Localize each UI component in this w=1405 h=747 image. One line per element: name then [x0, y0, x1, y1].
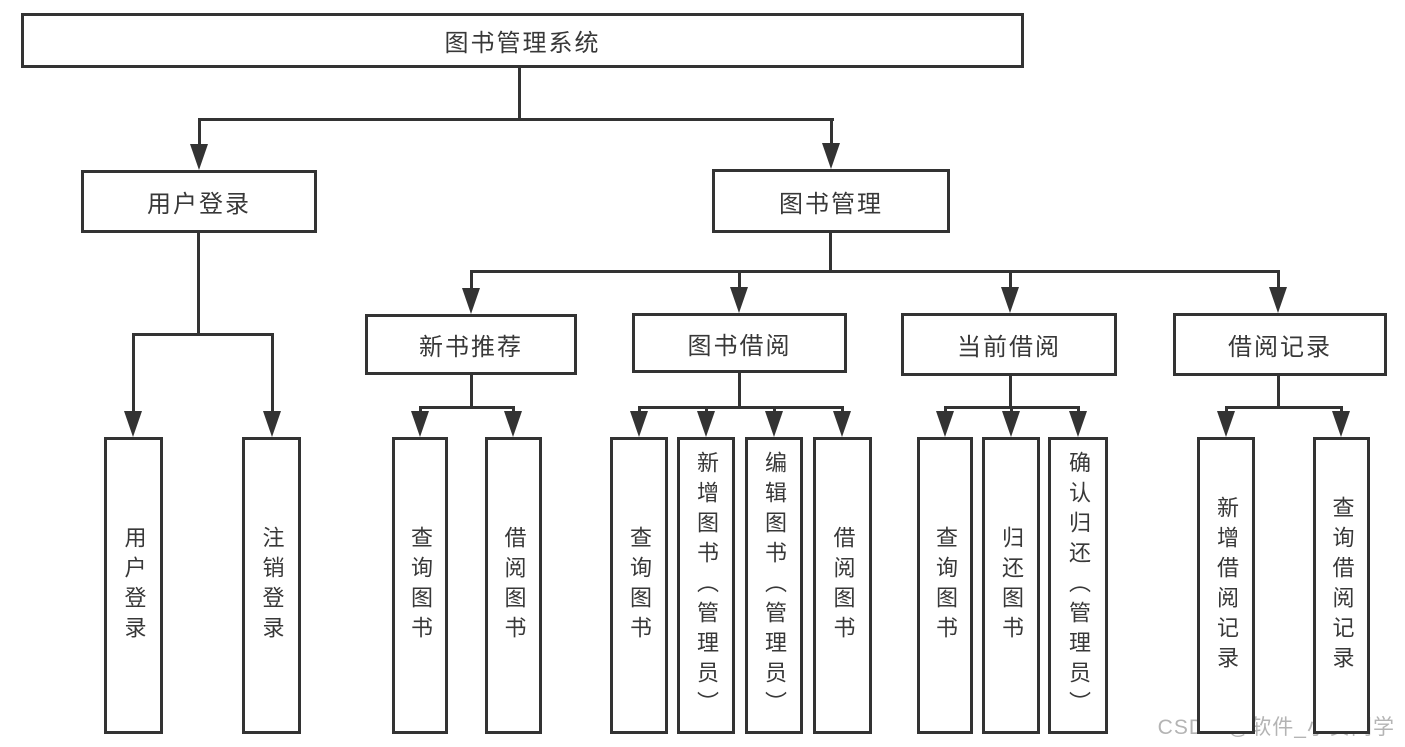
node-user-login-module: 用户登录	[81, 170, 317, 233]
connector-line	[638, 406, 844, 409]
arrow-down-icon	[1217, 411, 1235, 437]
node-book-borrowing: 图书借阅	[632, 313, 847, 373]
connector-line	[1277, 376, 1280, 407]
connector-line	[132, 333, 274, 336]
connector-line	[1277, 270, 1280, 289]
connector-line	[419, 406, 422, 413]
arrow-down-icon	[1001, 287, 1019, 313]
connector-line	[198, 118, 201, 146]
connector-line	[705, 406, 708, 413]
node-root-library-system: 图书管理系统	[21, 13, 1024, 68]
arrow-down-icon	[936, 411, 954, 437]
connector-line	[773, 406, 776, 413]
connector-line	[197, 233, 200, 334]
node-leaf-borrow-books-1: 借阅图书	[485, 437, 542, 734]
arrow-down-icon	[124, 411, 142, 437]
connector-line	[829, 233, 832, 271]
node-leaf-logout: 注销登录	[242, 437, 301, 734]
arrow-down-icon	[1332, 411, 1350, 437]
connector-line	[1077, 406, 1080, 413]
connector-line	[512, 406, 515, 413]
arrow-down-icon	[504, 411, 522, 437]
node-leaf-return-books: 归还图书	[982, 437, 1040, 734]
connector-line	[470, 270, 1280, 273]
arrow-down-icon	[1069, 411, 1087, 437]
arrow-down-icon	[833, 411, 851, 437]
node-current-borrowing: 当前借阅	[901, 313, 1117, 376]
node-new-book-recommend: 新书推荐	[365, 314, 577, 375]
node-leaf-query-borrow-record: 查询借阅记录	[1313, 437, 1370, 734]
connector-line	[1009, 376, 1012, 407]
node-borrowing-records: 借阅记录	[1173, 313, 1387, 376]
node-leaf-user-login: 用户登录	[104, 437, 163, 734]
connector-line	[470, 270, 473, 290]
node-leaf-query-books-1: 查询图书	[392, 437, 448, 734]
node-book-management-module: 图书管理	[712, 169, 950, 233]
connector-line	[271, 333, 274, 413]
connector-line	[841, 406, 844, 413]
arrow-down-icon	[411, 411, 429, 437]
connector-line	[198, 118, 834, 121]
connector-line	[1225, 406, 1343, 409]
arrow-down-icon	[730, 287, 748, 313]
arrow-down-icon	[263, 411, 281, 437]
node-leaf-query-books-3: 查询图书	[917, 437, 973, 734]
node-leaf-query-books-2: 查询图书	[610, 437, 668, 734]
arrow-down-icon	[1269, 287, 1287, 313]
connector-line	[419, 406, 515, 409]
arrow-down-icon	[462, 288, 480, 314]
node-leaf-confirm-return-admin: 确认归还（管理员）	[1048, 437, 1108, 734]
arrow-down-icon	[630, 411, 648, 437]
arrow-down-icon	[822, 143, 840, 169]
arrow-down-icon	[697, 411, 715, 437]
connector-line	[1225, 406, 1228, 413]
node-leaf-add-borrow-record: 新增借阅记录	[1197, 437, 1255, 734]
connector-line	[944, 406, 947, 413]
arrow-down-icon	[190, 144, 208, 170]
node-leaf-add-books-admin: 新增图书（管理员）	[677, 437, 735, 734]
connector-line	[1009, 270, 1012, 289]
connector-line	[638, 406, 641, 413]
arrow-down-icon	[1002, 411, 1020, 437]
connector-line	[132, 333, 135, 413]
connector-line	[1340, 406, 1343, 413]
connector-line	[830, 118, 833, 145]
connector-line	[470, 375, 473, 407]
connector-line	[518, 68, 521, 121]
connector-line	[738, 373, 741, 407]
node-leaf-edit-books-admin: 编辑图书（管理员）	[745, 437, 803, 734]
connector-line	[1010, 406, 1013, 413]
arrow-down-icon	[765, 411, 783, 437]
node-leaf-borrow-books-2: 借阅图书	[813, 437, 872, 734]
connector-line	[738, 270, 741, 289]
